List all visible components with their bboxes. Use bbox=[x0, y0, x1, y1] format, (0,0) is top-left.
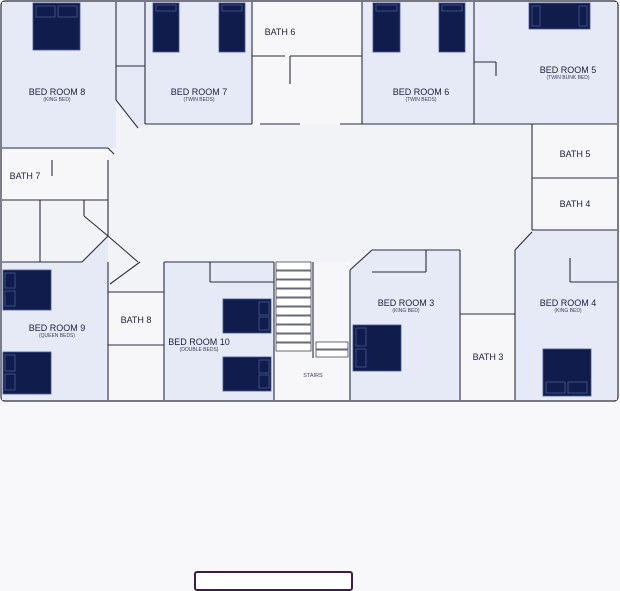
bedroom-3-sublabel: (KING BED) bbox=[392, 308, 420, 314]
bed-twin-room-7-b bbox=[218, 2, 246, 53]
bedroom-6-label: BED ROOM 6 bbox=[393, 87, 450, 97]
bed-double-room-10-a bbox=[222, 298, 272, 334]
bedroom-10-label: BED ROOM 10 bbox=[168, 337, 230, 347]
bed-king-room-4 bbox=[542, 348, 592, 397]
bedroom-8-sublabel: (KING BED) bbox=[43, 97, 71, 103]
bedroom-8-label: BED ROOM 8 bbox=[29, 87, 86, 97]
stairs-label: STAIRS bbox=[303, 373, 323, 379]
bedroom-7-sublabel: (TWIN BEDS) bbox=[183, 97, 214, 103]
bath-8-label: BATH 8 bbox=[121, 315, 152, 325]
bottom-action-button[interactable] bbox=[194, 571, 353, 591]
bath-3-label: BATH 3 bbox=[473, 352, 504, 362]
bedroom-10-sublabel: (DOUBLE BEDS) bbox=[180, 347, 219, 353]
bath-7-label: BATH 7 bbox=[10, 171, 41, 181]
bed-twin-room-6-b bbox=[438, 2, 466, 53]
bedroom-4-area bbox=[515, 230, 617, 400]
bed-king-room-3 bbox=[352, 324, 402, 372]
room-labels: BED ROOM 8 (KING BED) BED ROOM 7 (TWIN B… bbox=[10, 27, 597, 379]
bath-5-area bbox=[532, 124, 617, 178]
beds bbox=[2, 2, 592, 397]
bedroom-4-sublabel: (KING BED) bbox=[554, 308, 582, 314]
stairs-treads bbox=[275, 261, 349, 358]
bath-8-area bbox=[108, 292, 164, 400]
bath-3-area bbox=[460, 314, 515, 400]
bed-queen-room-9-a bbox=[2, 269, 52, 311]
bed-queen-room-9-b bbox=[2, 351, 52, 395]
bedroom-9-sublabel: (QUEEN BEDS) bbox=[39, 333, 75, 339]
walls bbox=[2, 2, 617, 400]
bath-7-area bbox=[2, 150, 108, 200]
bath-4-label: BATH 4 bbox=[560, 199, 591, 209]
bath-4-area bbox=[532, 178, 617, 230]
bedroom-5-sublabel: (TWIN BUNK BED) bbox=[546, 75, 589, 81]
bed-twin-room-6-a bbox=[372, 2, 401, 53]
bedroom-9-label: BED ROOM 9 bbox=[29, 323, 86, 333]
bed-king-room-8 bbox=[32, 2, 81, 51]
bedroom-7-label: BED ROOM 7 bbox=[171, 87, 228, 97]
bath-6-area bbox=[252, 2, 362, 124]
bath-6-label: BATH 6 bbox=[265, 27, 296, 37]
bedroom-6-sublabel: (TWIN BEDS) bbox=[405, 97, 436, 103]
bedroom-3-label: BED ROOM 3 bbox=[378, 298, 435, 308]
bed-double-room-10-b bbox=[222, 356, 272, 392]
bedroom-4-label: BED ROOM 4 bbox=[540, 298, 597, 308]
bath-5-label: BATH 5 bbox=[560, 149, 591, 159]
bed-twin-room-7-a bbox=[152, 2, 180, 53]
bedroom-5-label: BED ROOM 5 bbox=[540, 65, 597, 75]
bed-bunk-room-5 bbox=[528, 2, 591, 30]
floor-plan: BED ROOM 8 (KING BED) BED ROOM 7 (TWIN B… bbox=[0, 0, 619, 402]
bedroom-8-ext bbox=[116, 2, 145, 128]
